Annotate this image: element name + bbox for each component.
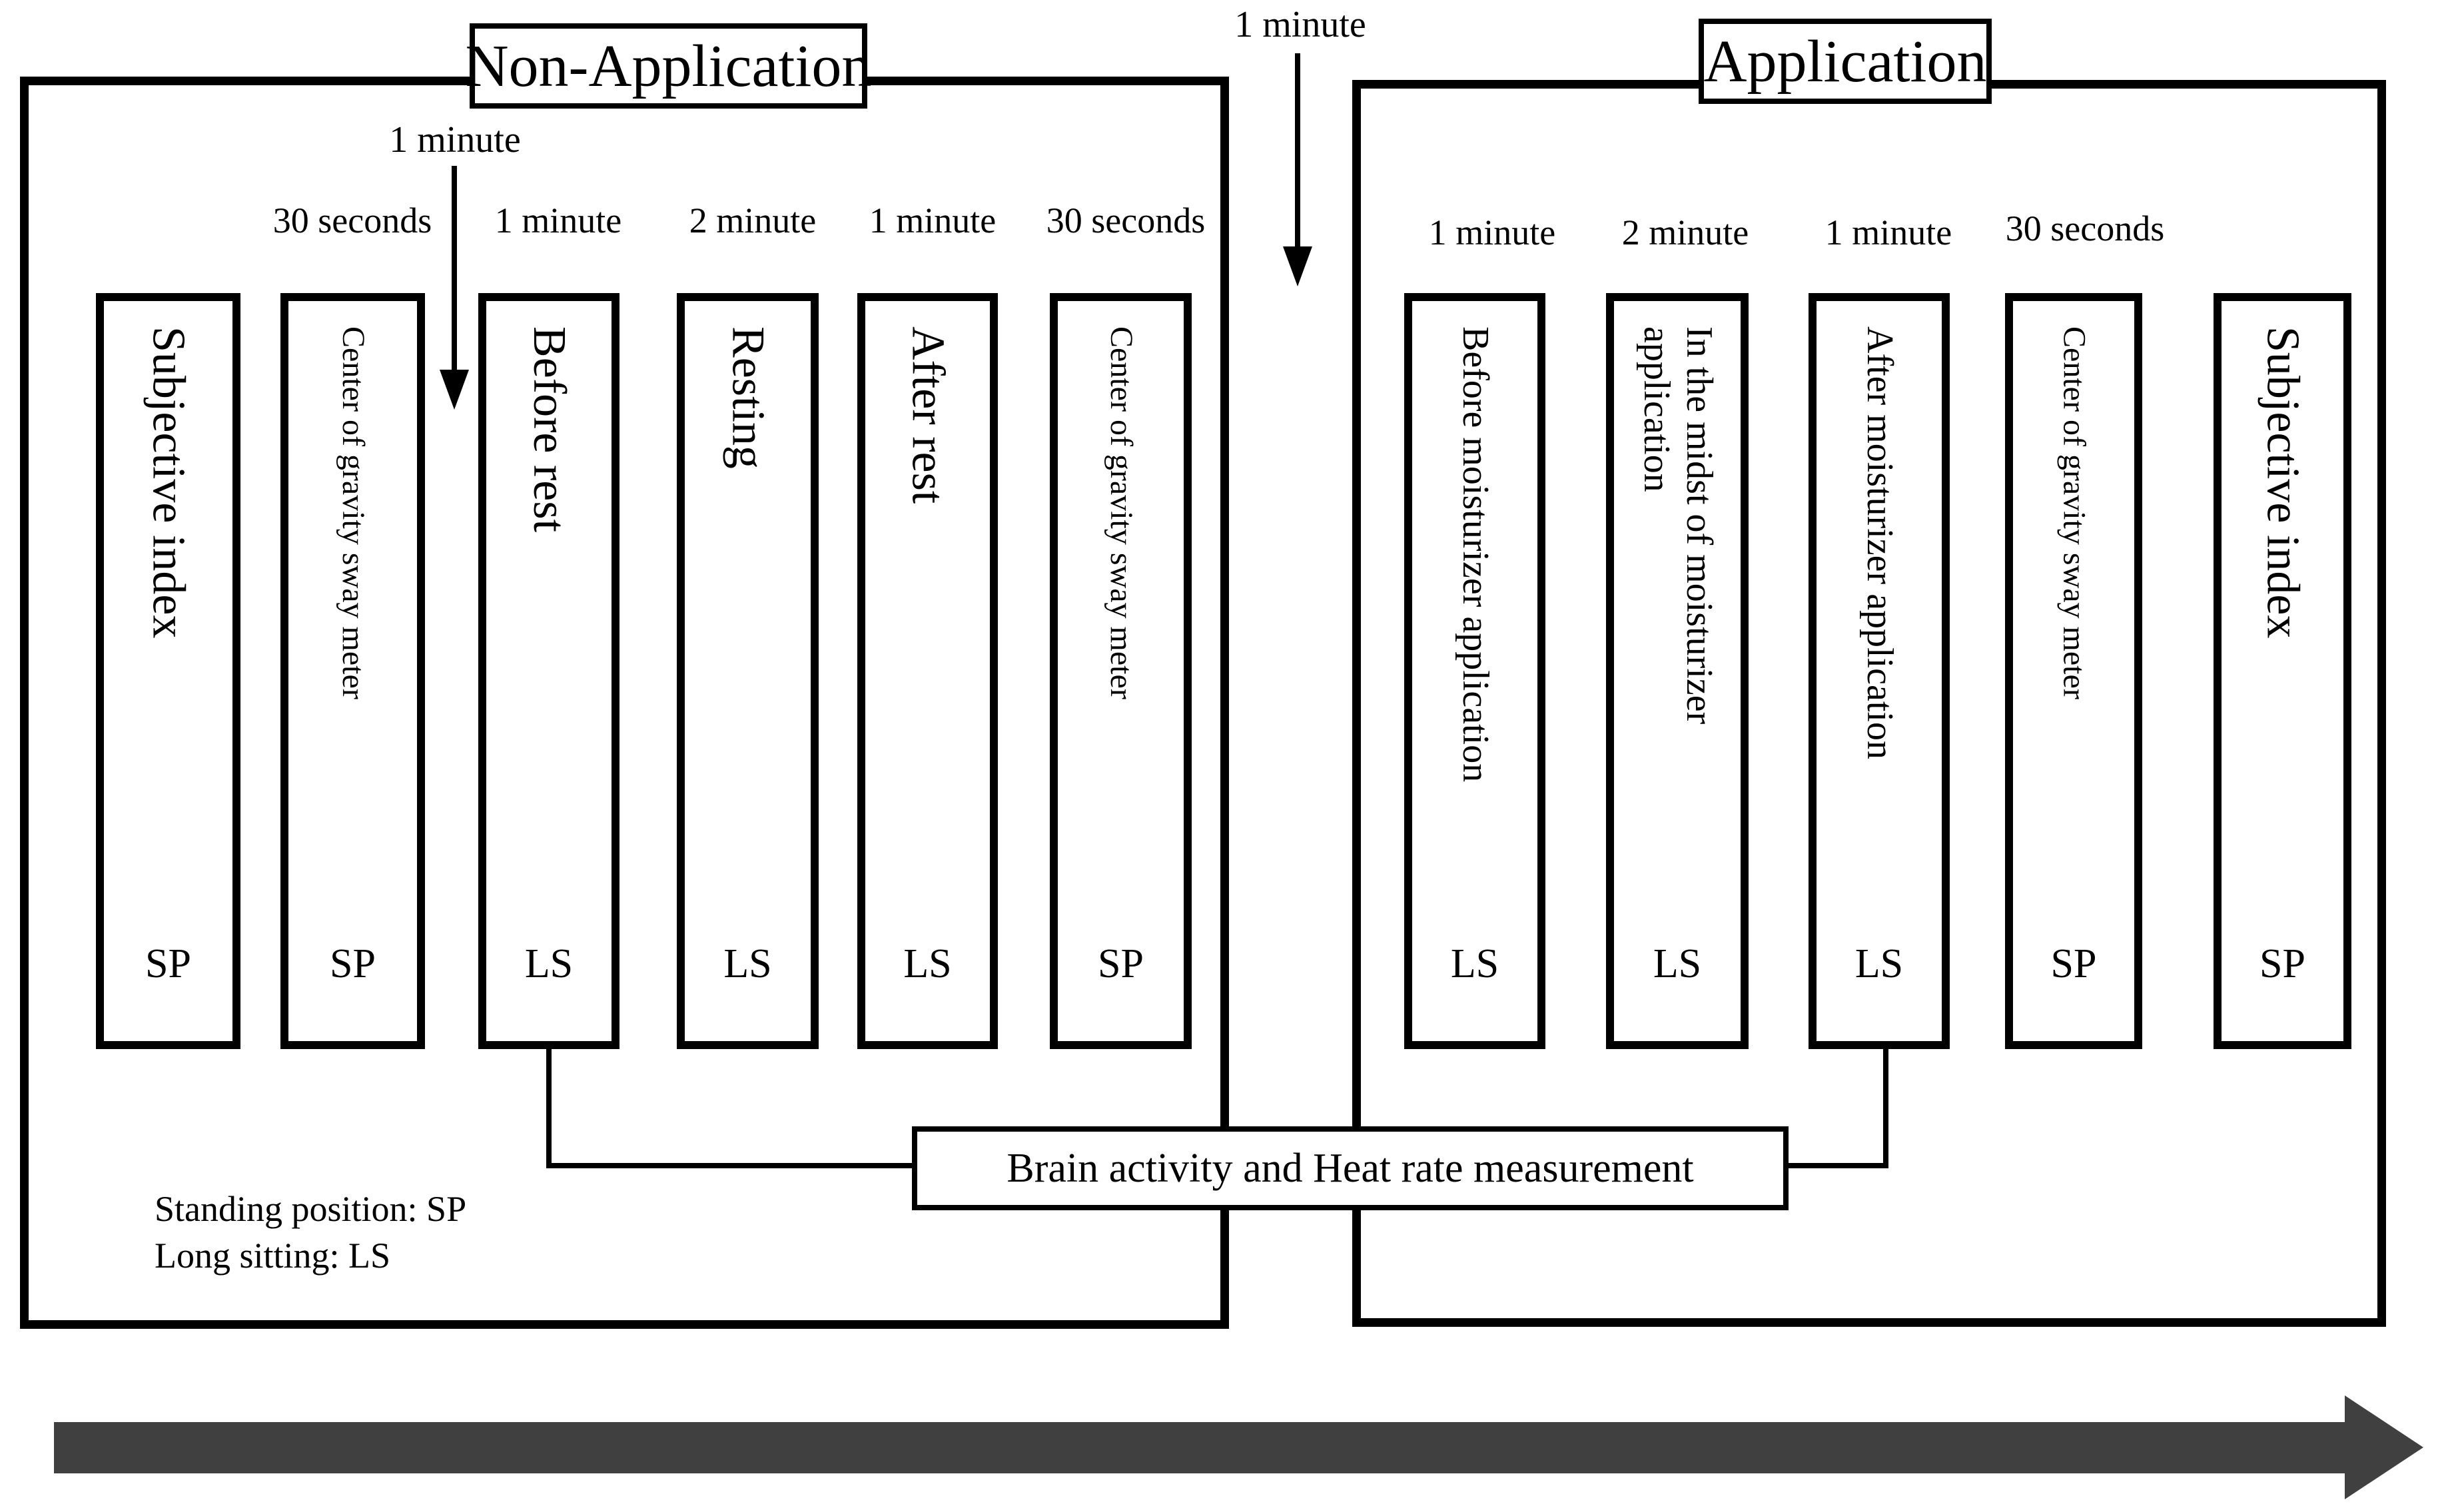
step-box-gravity-sway-meter: Center of gravity sway meter SP — [1050, 293, 1192, 1049]
step-label: After moisturizer application — [1858, 326, 1900, 759]
duration-label: 1 minute — [494, 200, 622, 240]
step-box-resting: Resting LS — [677, 293, 819, 1049]
step-label: Resting — [722, 326, 774, 469]
step-box-after-moisturizer: After moisturizer application LS — [1809, 293, 1950, 1049]
step-position: LS — [903, 941, 952, 986]
top-down-arrow-line — [1295, 53, 1300, 246]
duration-label: 30 seconds — [1046, 200, 1206, 240]
connector-right-vertical — [1883, 1046, 1888, 1168]
step-label: Subjective index — [2257, 326, 2309, 639]
step-position: LS — [723, 941, 772, 986]
step-position: LS — [1854, 941, 1904, 986]
non-application-phase-frame — [20, 77, 1229, 1329]
step-box-gravity-sway-meter: Center of gravity sway meter SP — [280, 293, 425, 1049]
step-label: Center of gravity sway meter — [1103, 326, 1139, 699]
step-position: SP — [1098, 941, 1144, 986]
connector-left-horizontal — [546, 1163, 912, 1168]
step-box-gravity-sway-meter: Center of gravity sway meter SP — [2005, 293, 2142, 1049]
non-application-title: Non-Application — [465, 33, 872, 99]
step-label: Center of gravity sway meter — [2056, 326, 2092, 699]
measurement-box: Brain activity and Heat rate measurement — [912, 1126, 1789, 1210]
step-label: Before rest — [523, 326, 575, 533]
step-box-midst-moisturizer: In the midst of moisturizer application … — [1606, 293, 1749, 1049]
left-down-arrow-line — [452, 166, 457, 370]
step-position: SP — [2259, 941, 2305, 986]
left-down-arrow-icon — [440, 370, 469, 410]
step-box-after-rest: After rest LS — [857, 293, 998, 1049]
timeline-arrow-head-icon — [2345, 1395, 2423, 1499]
legend: Standing position: SP Long sitting: LS — [155, 1186, 466, 1279]
step-box-before-moisturizer: Before moisturizer application LS — [1404, 293, 1545, 1049]
legend-line-sp: Standing position: SP — [155, 1189, 467, 1229]
step-box-before-rest: Before rest LS — [478, 293, 619, 1049]
left-timer-label: 1 minute — [389, 119, 521, 161]
step-box-subjective-index: Subjective index SP — [96, 293, 240, 1049]
step-label: After rest — [902, 326, 954, 504]
duration-label: 30 seconds — [2005, 208, 2165, 248]
top-timer-label: 1 minute — [1234, 4, 1366, 45]
duration-label: 1 minute — [1428, 212, 1556, 252]
application-title-box: Application — [1699, 19, 1992, 104]
top-down-arrow-icon — [1283, 246, 1312, 286]
step-position: SP — [145, 941, 191, 986]
duration-label: 1 minute — [1825, 212, 1952, 252]
non-application-title-box: Non-Application — [466, 23, 871, 109]
step-position: LS — [1450, 941, 1499, 986]
measurement-label: Brain activity and Heat rate measurement — [1007, 1145, 1694, 1191]
legend-line-ls: Long sitting: LS — [155, 1236, 391, 1276]
duration-label: 2 minute — [689, 200, 817, 240]
connector-right-horizontal — [1789, 1163, 1888, 1168]
step-box-subjective-index: Subjective index SP — [2214, 293, 2351, 1049]
duration-label: 30 seconds — [272, 200, 432, 240]
step-label: Subjective index — [143, 326, 195, 639]
step-position: LS — [524, 941, 574, 986]
step-position: LS — [1653, 941, 1702, 986]
application-phase-frame — [1352, 80, 2386, 1327]
step-position: SP — [2050, 941, 2097, 986]
step-label: In the midst of moisturizer application — [1636, 326, 1720, 725]
step-label: Center of gravity sway meter — [335, 326, 371, 699]
step-position: SP — [330, 941, 376, 986]
connector-left-vertical — [546, 1046, 552, 1168]
timeline-arrow-bar — [54, 1422, 2345, 1473]
duration-label: 1 minute — [869, 200, 997, 240]
duration-label: 2 minute — [1621, 212, 1749, 252]
step-label: Before moisturizer application — [1454, 326, 1496, 783]
application-title: Application — [1703, 28, 1987, 95]
